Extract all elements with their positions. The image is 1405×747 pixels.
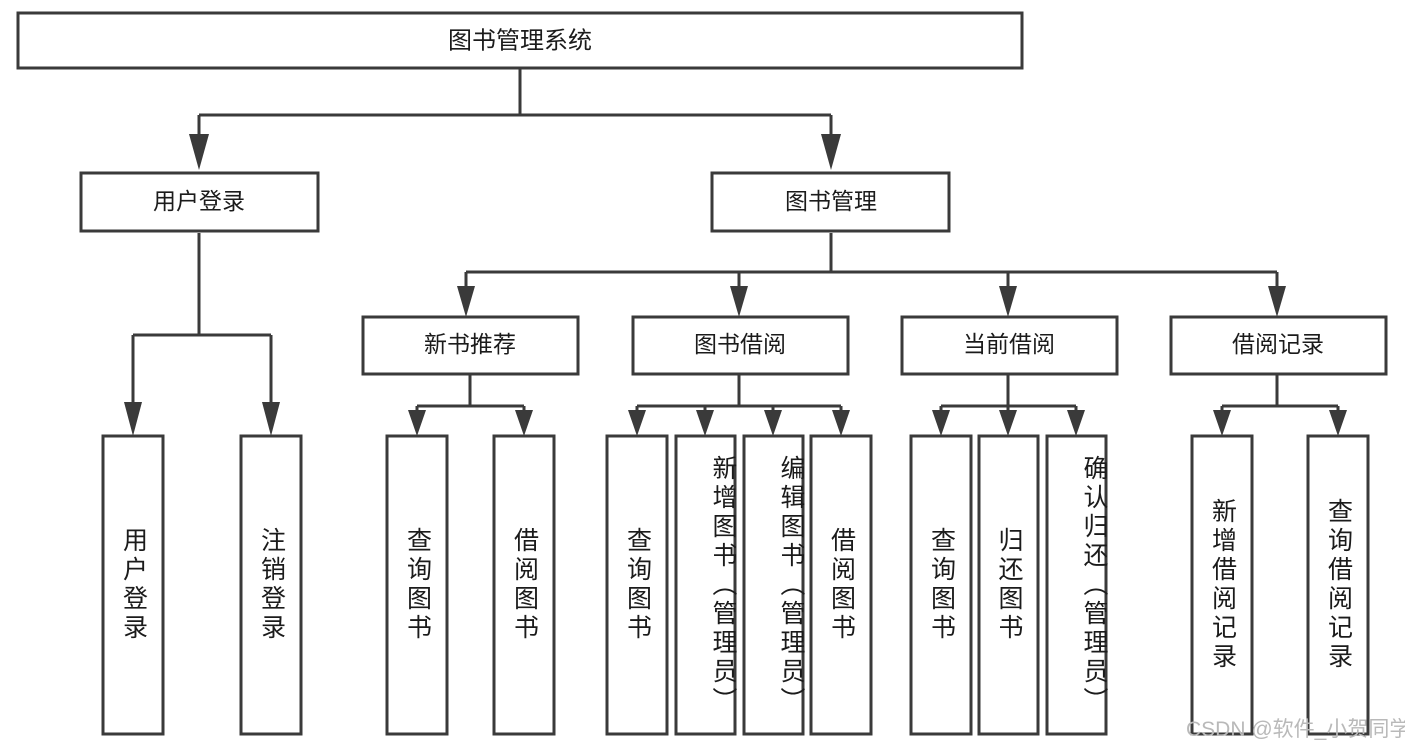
leaf-box-query-book-3[interactable] [909, 434, 973, 736]
node-current-borrow-label: 当前借阅 [963, 331, 1055, 357]
arrow-head-borrowrecord-leaf-2 [1329, 410, 1347, 436]
node-new-book-recommend[interactable]: 新书推荐 [361, 315, 580, 376]
node-borrow-record-label: 借阅记录 [1232, 331, 1324, 357]
arrow-head-newbook-leaf-1 [408, 410, 426, 436]
leaf-box-add-book-admin[interactable] [674, 434, 737, 736]
leaf-box-add-borrow-record[interactable] [1190, 434, 1254, 736]
leaf-box-borrow-book-2[interactable] [809, 434, 873, 736]
node-new-book-recommend-label: 新书推荐 [424, 331, 516, 357]
leaf-box-return-book[interactable] [977, 434, 1040, 736]
leaf-box-group [101, 434, 1370, 736]
arrow-head-book-mgmt [821, 134, 841, 170]
arrow-head-currentborrow-leaf-2 [999, 410, 1017, 436]
arrow-head-newbook-leaf-2 [515, 410, 533, 436]
node-root-box[interactable] [16, 11, 1024, 70]
node-user-login-label: 用户登录 [153, 188, 245, 214]
node-current-borrow[interactable]: 当前借阅 [900, 315, 1119, 376]
arrow-head-user-login [189, 134, 209, 170]
arrow-head-bookborrow-leaf-2 [696, 410, 714, 436]
arrow-head-currentborrow-leaf-1 [932, 410, 950, 436]
leaf-box-query-book-2[interactable] [605, 434, 669, 736]
node-book-management-label: 图书管理 [785, 188, 877, 214]
leaf-box-query-book-1[interactable] [385, 434, 449, 736]
leaf-box-query-borrow-record[interactable] [1306, 434, 1370, 736]
node-root-system[interactable]: 图书管理系统 [16, 11, 1024, 70]
arrow-head-currentborrow-leaf-3 [1067, 410, 1085, 436]
arrow-head-bookborrow-leaf-4 [832, 410, 850, 436]
leaf-box-edit-book-admin[interactable] [742, 434, 805, 736]
node-book-borrow-box[interactable] [631, 315, 850, 376]
connector-group [124, 68, 1347, 436]
node-book-management[interactable]: 图书管理 [710, 171, 951, 233]
arrow-head-leaf-logout [262, 402, 280, 436]
arrow-head-bookborrow-leaf-3 [764, 410, 782, 436]
leaf-box-borrow-book-1[interactable] [492, 434, 556, 736]
arrow-head-bookborrow-leaf-1 [628, 410, 646, 436]
node-book-borrow[interactable]: 图书借阅 [631, 315, 850, 376]
node-borrow-record-box[interactable] [1169, 315, 1388, 376]
node-root-label: 图书管理系统 [448, 27, 592, 54]
leaf-box-logout[interactable] [239, 434, 303, 736]
arrow-head-borrowrecord-leaf-1 [1213, 410, 1231, 436]
node-borrow-record[interactable]: 借阅记录 [1169, 315, 1388, 376]
node-user-login[interactable]: 用户登录 [79, 171, 320, 233]
arrow-head-borrow-record [1268, 286, 1286, 317]
node-new-book-recommend-box[interactable] [361, 315, 580, 376]
leaf-box-confirm-return-admin[interactable] [1045, 434, 1108, 736]
node-book-management-box[interactable] [710, 171, 951, 233]
leaf-box-user-login[interactable] [101, 434, 165, 736]
node-book-borrow-label: 图书借阅 [694, 331, 786, 357]
node-current-borrow-box[interactable] [900, 315, 1119, 376]
arrow-head-current-borrow [999, 286, 1017, 317]
node-user-login-box[interactable] [79, 171, 320, 233]
watermark-text: CSDN @软件_小贺同学 [1186, 718, 1405, 741]
arrow-head-leaf-user-login [124, 402, 142, 436]
arrow-head-new-book [457, 286, 475, 317]
arrow-head-book-borrow [730, 286, 748, 317]
